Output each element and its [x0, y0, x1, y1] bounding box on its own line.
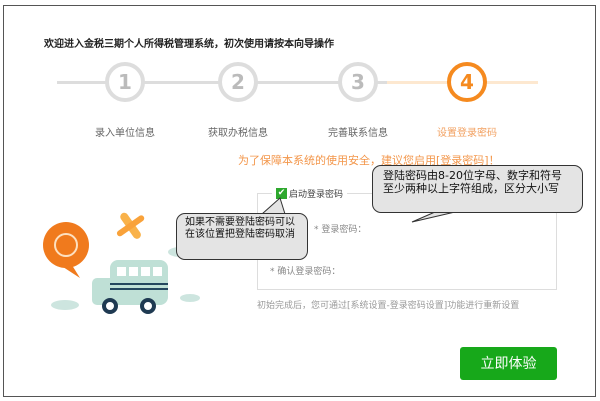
step-1-label: 录入单位信息	[95, 128, 155, 139]
globe-bubble-icon	[43, 222, 89, 278]
settings-hint: 初始完成后，您可通过[系统设置-登录密码设置]功能进行重新设置	[257, 301, 520, 311]
tooltip-left-text: 如果不需要登陆密码可以在该位置把登陆密码取消	[185, 217, 295, 240]
tooltip-right-text: 登陆密码由8-20位字母、数字和符号至少两种以上字符组成，区分大小写	[383, 169, 562, 196]
checkmark-icon[interactable]: ✔	[276, 188, 287, 199]
airplane-icon	[116, 212, 145, 239]
step-2-label: 获取办税信息	[208, 128, 268, 139]
confirm-password-input[interactable]	[350, 260, 540, 278]
security-warning: 为了保障本系统的使用安全，建议您启用[登录密码]！	[238, 154, 500, 167]
tooltip-disable-password: 如果不需要登陆密码可以在该位置把登陆密码取消	[176, 213, 308, 260]
tooltip-password-rules: 登陆密码由8-20位字母、数字和符号至少两种以上字符组成，区分大小写	[372, 165, 583, 213]
start-experience-button[interactable]: 立即体验	[460, 347, 557, 380]
password-input[interactable]	[378, 218, 548, 236]
password-label: * 登录密码：	[314, 225, 367, 235]
step-1-circle: 1	[105, 62, 145, 102]
step-3-label: 完善联系信息	[328, 128, 388, 139]
enable-password-checkbox[interactable]: ✔ 启动登录密码	[272, 187, 348, 200]
step-4-circle: 4	[447, 62, 487, 102]
bus-icon	[92, 260, 168, 314]
step-3-circle: 3	[338, 62, 378, 102]
step-2-circle: 2	[218, 62, 258, 102]
step-4-label: 设置登录密码	[437, 128, 497, 139]
confirm-password-label: * 确认登录密码：	[270, 267, 341, 277]
enable-password-label: 启动登录密码	[289, 190, 344, 200]
page-title: 欢迎进入金税三期个人所得税管理系统，初次使用请按本向导操作	[44, 39, 334, 50]
travel-illustration	[43, 212, 200, 314]
